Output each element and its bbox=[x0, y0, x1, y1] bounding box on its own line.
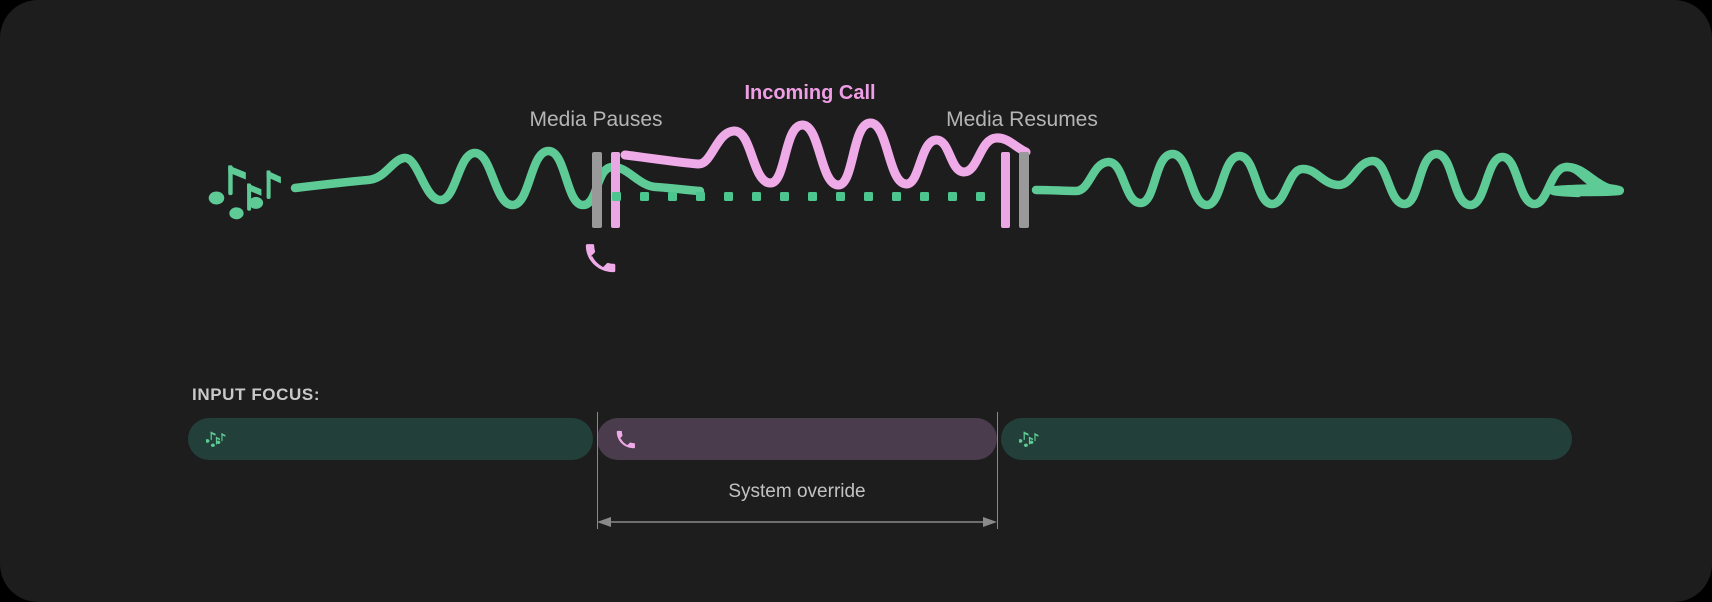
focus-segment-media-left[interactable] bbox=[188, 418, 593, 460]
pause-bar-gray-left bbox=[592, 152, 602, 228]
media-waveform-left bbox=[290, 146, 705, 210]
music-notes-icon bbox=[208, 165, 281, 220]
override-span-arrow bbox=[597, 517, 997, 527]
call-waveform bbox=[620, 118, 1031, 190]
muted-media-dotted-line bbox=[612, 192, 985, 201]
media-waveform-right-tail bbox=[1548, 162, 1613, 198]
resume-bar-gray-right bbox=[1019, 152, 1029, 228]
focus-segment-media-right[interactable] bbox=[1001, 418, 1572, 460]
music-notes-icon bbox=[1019, 431, 1039, 447]
input-focus-title: INPUT FOCUS: bbox=[192, 385, 321, 404]
phone-call-icon bbox=[616, 430, 635, 448]
pause-bar-pink-left bbox=[611, 152, 620, 228]
system-override-label: System override bbox=[728, 481, 866, 502]
phone-call-icon bbox=[585, 244, 616, 273]
label-media-resumes: Media Resumes bbox=[946, 108, 1098, 131]
media-waveform-right bbox=[1031, 149, 1624, 210]
resume-bar-pink-right bbox=[1001, 152, 1010, 228]
label-incoming-call: Incoming Call bbox=[744, 82, 876, 104]
override-guide-right bbox=[997, 412, 998, 529]
music-notes-icon bbox=[206, 431, 226, 447]
override-guide-left bbox=[597, 412, 598, 529]
focus-segment-call[interactable] bbox=[597, 418, 997, 460]
label-media-pauses: Media Pauses bbox=[529, 108, 663, 131]
